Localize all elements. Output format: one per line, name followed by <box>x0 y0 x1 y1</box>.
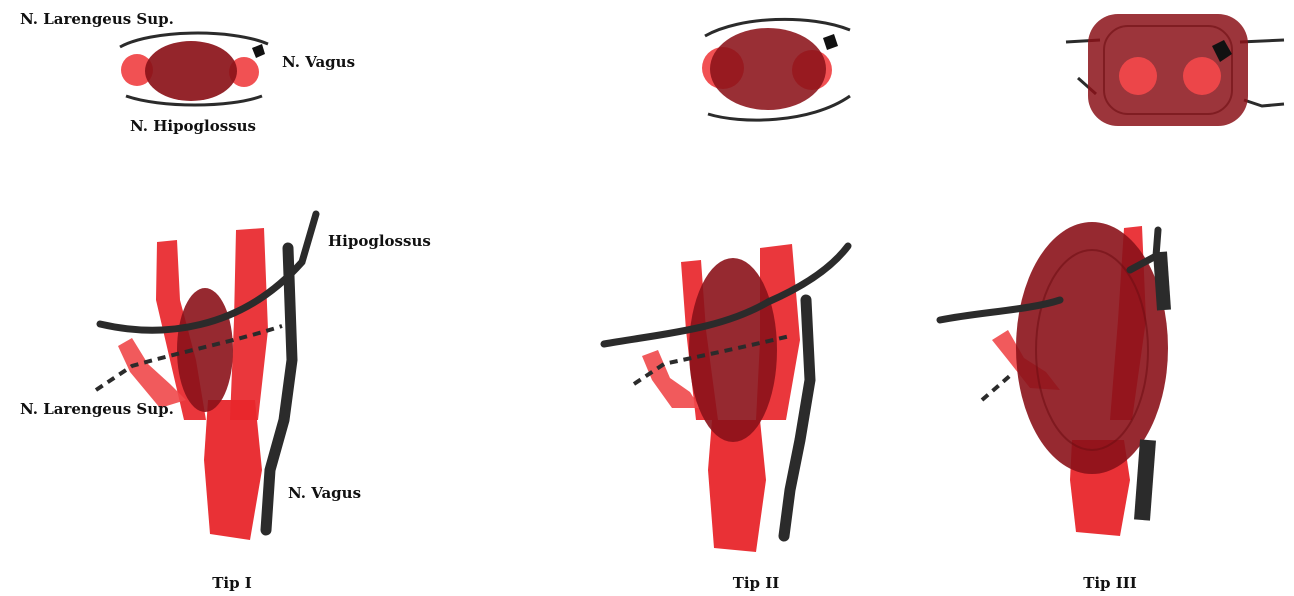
type2-cross-vagus-dot <box>823 34 838 50</box>
type1-cross-tumor <box>145 41 237 101</box>
type2-longitudinal-view <box>604 244 848 552</box>
type3-sup-laryngeal-nerve <box>982 374 1012 400</box>
caption-type1: Tip I <box>212 574 252 592</box>
type3-vagus-nerve-lower <box>1142 440 1148 520</box>
label-bottom-hypoglossus: Hipoglossus <box>328 232 431 250</box>
caption-type3: Tip III <box>1083 574 1137 592</box>
type3-cross-section <box>1066 14 1284 126</box>
caption-type2: Tip II <box>733 574 780 592</box>
label-top-sup-laryngeal: N. Larengeus Sup. <box>20 10 174 28</box>
type1-longitudinal-view <box>96 214 316 540</box>
type2-tumor <box>689 258 777 442</box>
type3-longitudinal-view <box>940 222 1168 536</box>
type3-cross-artery-left <box>1119 57 1157 95</box>
type3-cross-right-lower-nerve <box>1244 100 1284 106</box>
type3-cross-artery-right <box>1183 57 1221 95</box>
type1-common-carotid <box>204 400 262 540</box>
label-top-hypoglossus: N. Hipoglossus <box>130 117 256 135</box>
type2-cross-section <box>702 19 850 120</box>
type1-cross-vagus-dot <box>252 44 265 58</box>
type1-cross-section <box>120 33 268 105</box>
type2-cross-tumor <box>710 28 826 110</box>
label-top-vagus: N. Vagus <box>282 53 355 71</box>
label-bottom-vagus: N. Vagus <box>288 484 361 502</box>
type3-vagus-nerve-upper <box>1160 252 1164 310</box>
type1-internal-carotid <box>230 228 268 420</box>
label-bottom-sup-laryngeal: N. Larengeus Sup. <box>20 400 174 418</box>
